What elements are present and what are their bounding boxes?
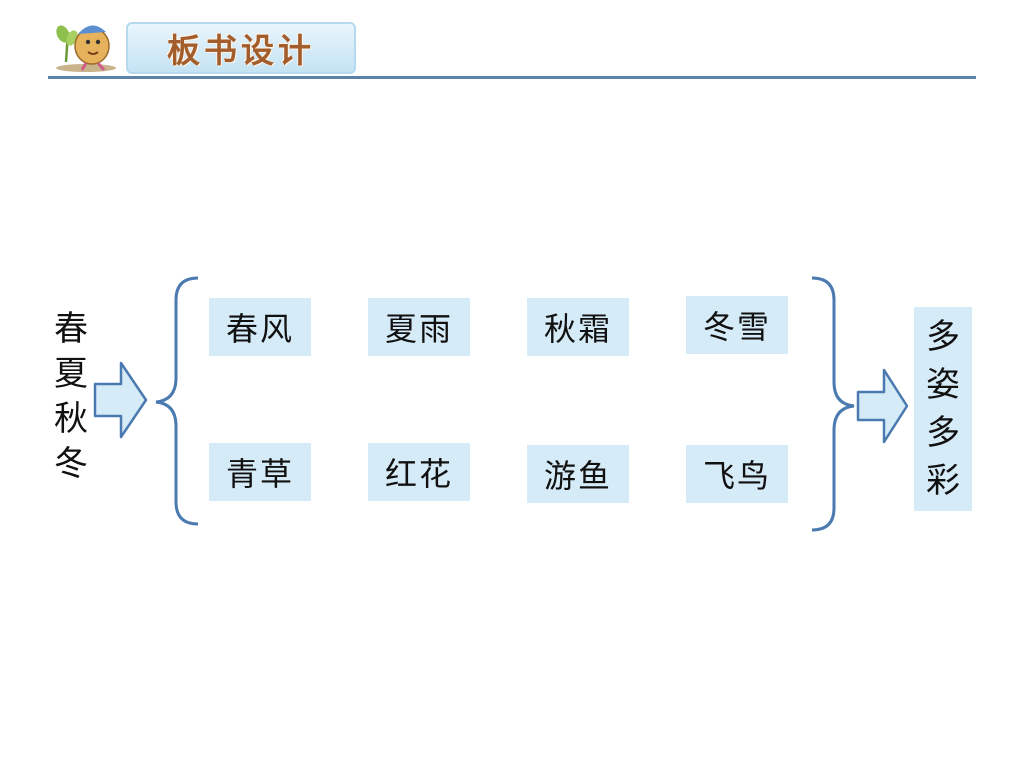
- left-brace-icon: [155, 276, 199, 526]
- result-char: 姿: [926, 365, 960, 405]
- result-box: 多 姿 多 彩: [914, 307, 972, 511]
- result-char: 彩: [926, 461, 960, 501]
- header-divider: [48, 76, 976, 79]
- season-char: 夏: [54, 354, 88, 394]
- grid-cell-autumn-frost: 秋霜: [527, 298, 629, 356]
- grid-cell-spring-wind: 春风: [209, 298, 311, 356]
- result-char: 多: [926, 317, 960, 357]
- grid-cell-green-grass: 青草: [209, 443, 311, 501]
- grid-cell-winter-snow: 冬雪: [686, 296, 788, 354]
- page-title: 板书设计: [126, 22, 356, 74]
- season-char: 秋: [54, 399, 88, 439]
- season-column: 春 夏 秋 冬: [50, 307, 92, 487]
- mascot-icon: [48, 10, 124, 74]
- grid-cell-summer-rain: 夏雨: [368, 298, 470, 356]
- arrow-right-icon: [856, 368, 909, 444]
- season-char: 冬: [54, 444, 88, 484]
- result-char: 多: [926, 413, 960, 453]
- season-char: 春: [54, 309, 88, 349]
- right-brace-icon: [811, 276, 855, 532]
- grid-cell-swimming-fish: 游鱼: [527, 445, 629, 503]
- grid-cell-red-flower: 红花: [368, 443, 470, 501]
- grid-cell-flying-bird: 飞鸟: [686, 445, 788, 503]
- arrow-right-icon: [93, 361, 148, 439]
